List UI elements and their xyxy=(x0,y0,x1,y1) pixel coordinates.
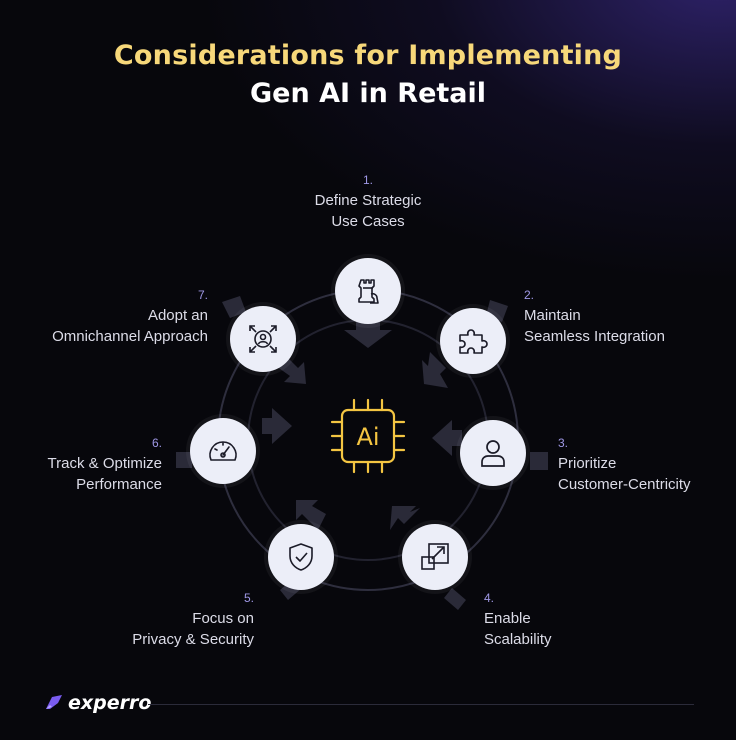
arrow-5 xyxy=(296,500,326,530)
scale-expand-icon xyxy=(421,543,449,570)
step-number-5: 5. xyxy=(243,591,254,605)
brand-name: experro xyxy=(68,692,152,714)
arrow-tail-3 xyxy=(530,452,548,470)
step-number-3: 3. xyxy=(558,436,569,450)
puzzle-icon xyxy=(459,329,488,354)
arrow-2 xyxy=(422,352,448,388)
title-line-2: Gen AI in Retail xyxy=(249,78,487,109)
ai-chip-text: Ai xyxy=(356,423,379,451)
step-number-1: 1. xyxy=(362,173,373,187)
brand-logo[interactable]: experro xyxy=(44,692,151,714)
step-label-2: 2. Maintain Seamless Integration xyxy=(524,285,665,347)
node-6 xyxy=(190,418,256,484)
node-3 xyxy=(460,420,526,486)
step-label-7: 7. Adopt an Omnichannel Approach xyxy=(10,285,208,347)
arrow-6 xyxy=(262,408,292,444)
arrow-1 xyxy=(344,318,392,348)
user-icon xyxy=(481,440,505,467)
step-label-4: 4. Enable Scalability xyxy=(484,588,552,650)
node-5 xyxy=(268,524,334,590)
step-label-1: 1. Define Strategic Use Cases xyxy=(298,170,438,232)
node-7 xyxy=(230,306,296,372)
node-1 xyxy=(335,258,401,324)
step-number-6: 6. xyxy=(151,436,162,450)
rocket-icon xyxy=(46,695,62,709)
arrow-tail-4 xyxy=(444,588,466,610)
arrow-4 xyxy=(390,506,420,530)
step-number-4: 4. xyxy=(484,591,495,605)
speedometer-icon xyxy=(209,441,237,461)
step-number-7: 7. xyxy=(197,288,208,302)
step-number-2: 2. xyxy=(524,288,535,302)
arrow-tail-7 xyxy=(222,296,246,318)
shield-check-icon xyxy=(289,543,313,571)
step-label-3: 3. Prioritize Customer-Centricity xyxy=(558,433,691,495)
title-line-1: Considerations for Implementing xyxy=(113,40,623,71)
ai-chip-icon: Ai xyxy=(330,398,406,474)
step-label-5: 5. Focus on Privacy & Security xyxy=(92,588,254,650)
step-label-6: 6. Track & Optimize Performance xyxy=(14,433,162,495)
arrow-3 xyxy=(432,420,462,456)
omnichannel-user-icon xyxy=(249,325,277,353)
node-2 xyxy=(440,308,506,374)
chess-rook-icon xyxy=(358,279,379,304)
footer-divider xyxy=(148,704,694,705)
arrow-tail-6 xyxy=(176,452,192,468)
node-4 xyxy=(402,524,468,590)
